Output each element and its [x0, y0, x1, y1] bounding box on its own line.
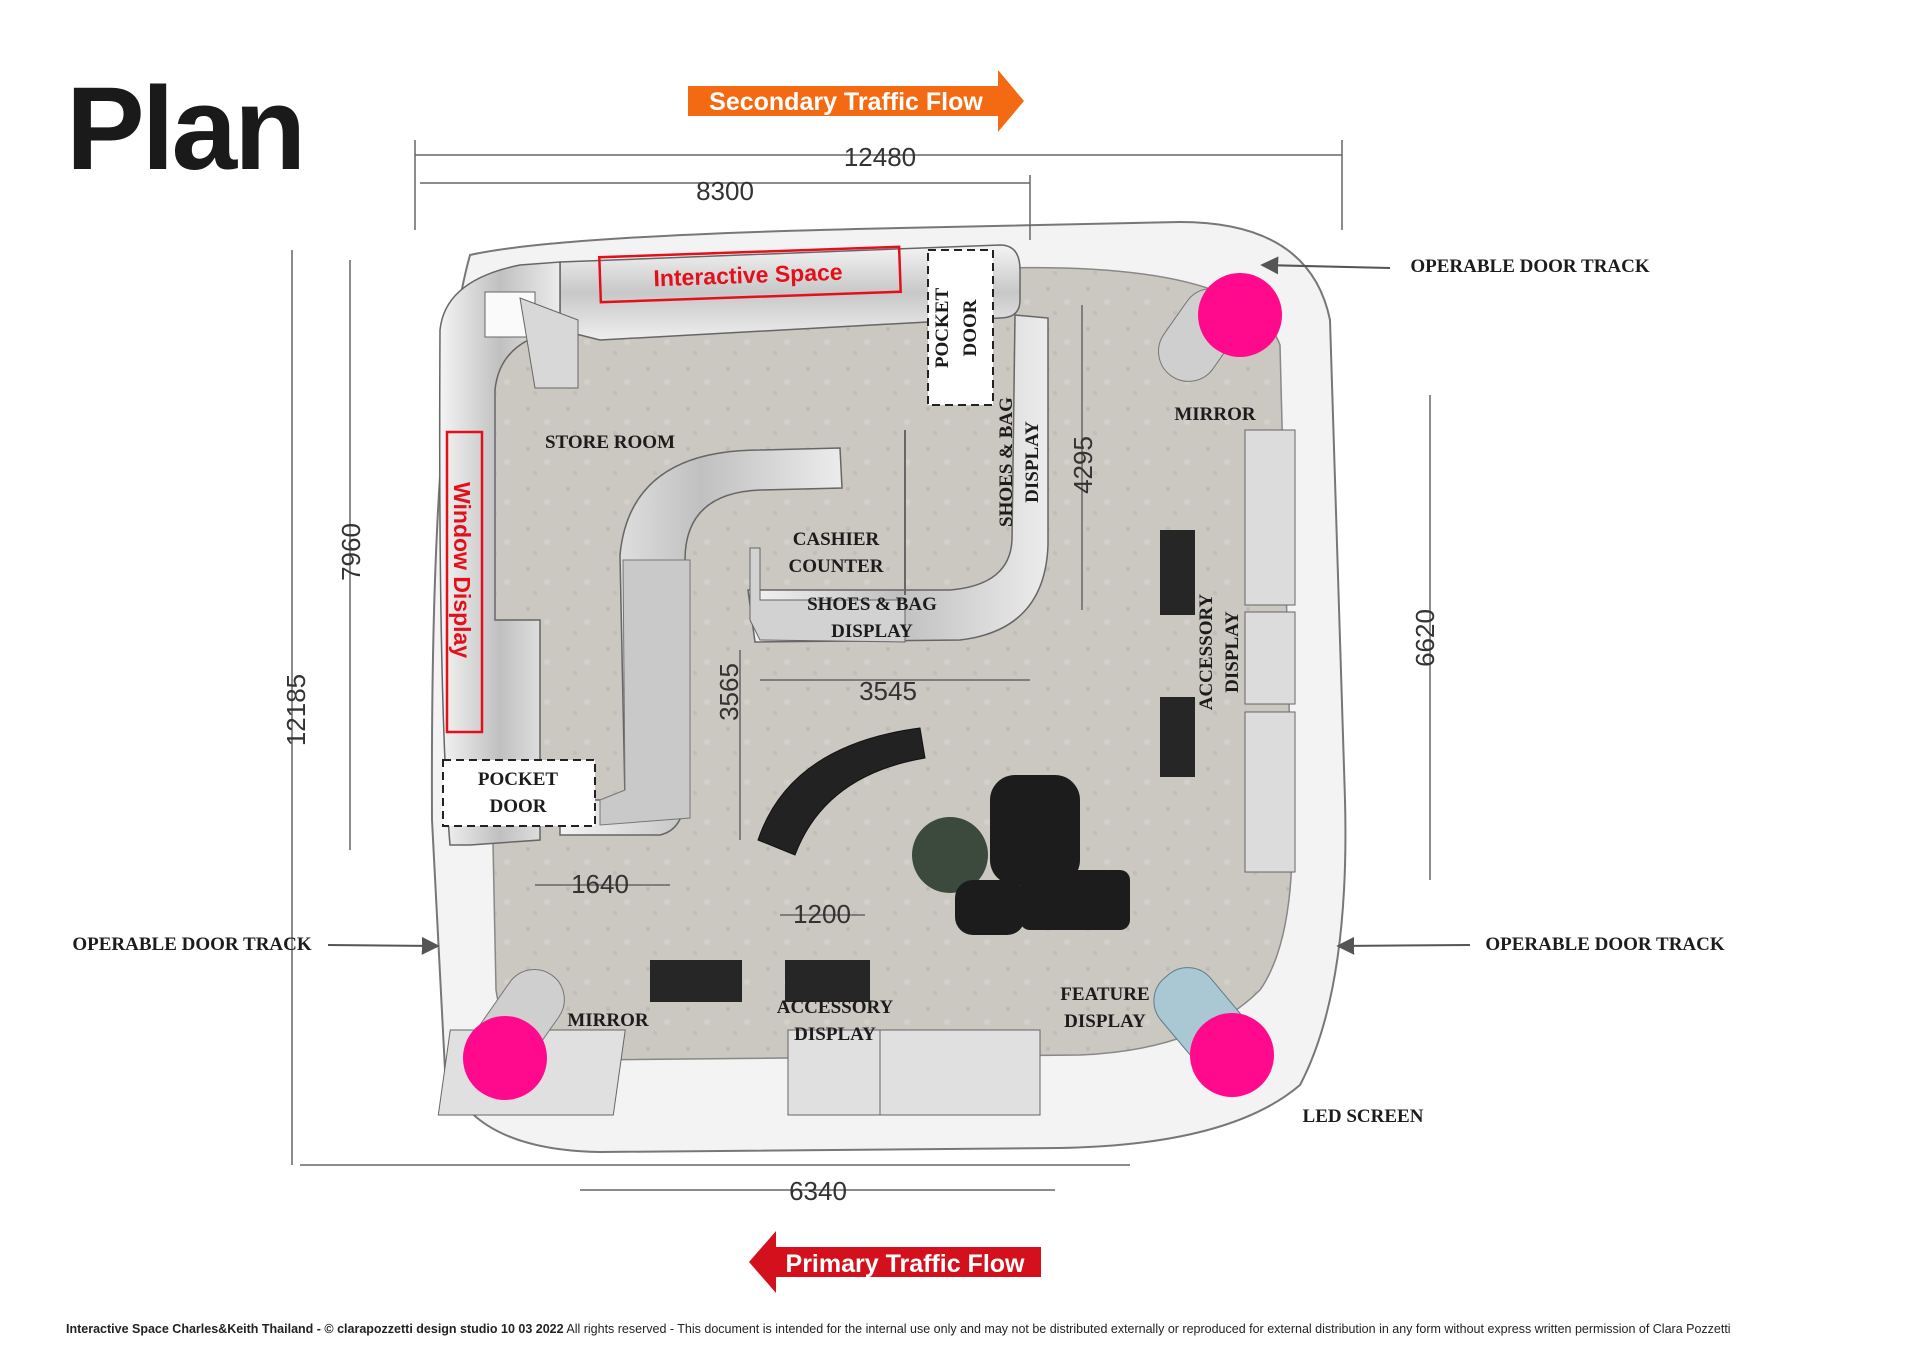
feature-display-cluster: [955, 775, 1130, 935]
cashier-line1: CASHIER: [793, 529, 880, 550]
shoes-bag-right-line2: DISPLAY: [1022, 421, 1043, 503]
store-room-label: STORE ROOM: [545, 432, 675, 453]
door-track-arrow-left: [327, 936, 440, 955]
lower-s-shelf: [599, 559, 691, 826]
pocket-door-top-line1: POCKET: [932, 288, 953, 369]
shoes-bag-center-line2: DISPLAY: [831, 621, 913, 642]
shoes-bag-center-line1: SHOES & BAG: [807, 594, 937, 615]
plant: [912, 817, 988, 893]
dim-bottom-left: 1640: [571, 869, 629, 899]
feature-line1: FEATURE: [1060, 984, 1149, 1005]
secondary-traffic-arrow: Secondary Traffic Flow: [688, 70, 1024, 132]
dim-top-overall: 12480: [844, 142, 916, 172]
accessory-right-line1: ACCESSORY: [1196, 593, 1217, 710]
dim-top-inner: 8300: [696, 176, 754, 206]
dim-left-overall: 12185: [281, 674, 311, 746]
mirror-bottom-label: MIRROR: [567, 1010, 649, 1031]
dim-bottom-center: 1200: [793, 899, 851, 929]
led-screen-label: LED SCREEN: [1303, 1106, 1424, 1127]
dim-center-vertical: 3565: [714, 663, 744, 721]
pocket-door-left: [442, 759, 596, 827]
footer-regular: All rights reserved - This document is i…: [563, 1322, 1731, 1336]
mirror-top-label: MIRROR: [1174, 404, 1256, 425]
floor-area: [487, 266, 1293, 1061]
pocket-door-top-line2: DOOR: [960, 299, 981, 356]
accessory-bottom-line2: DISPLAY: [794, 1024, 876, 1045]
footer-bold: Interactive Space Charles&Keith Thailand…: [66, 1322, 564, 1336]
accessory-wall-right: [1160, 429, 1296, 873]
cashier-counter: [749, 547, 906, 643]
interactive-space-outline: [597, 245, 902, 304]
marker-top-right: [1198, 273, 1282, 357]
cashier-line2: COUNTER: [788, 556, 883, 577]
primary-traffic-label: Primary Traffic Flow: [786, 1250, 1026, 1278]
door-track-left-label: OPERABLE DOOR TRACK: [72, 934, 312, 955]
pocket-door-left-line1: POCKET: [478, 769, 559, 790]
shoes-bag-right-line1: SHOES & BAG: [996, 397, 1017, 527]
feature-line2: DISPLAY: [1064, 1011, 1146, 1032]
marker-bottom-right: [1190, 1013, 1274, 1097]
curved-bench: [757, 727, 926, 856]
marker-bottom-left: [463, 1016, 547, 1100]
footer-copyright: Interactive Space Charles&Keith Thailand…: [66, 1322, 1731, 1336]
door-track-arrow-right: [1336, 936, 1471, 955]
dim-left-inner: 7960: [336, 523, 366, 581]
dim-right-outer: 6620: [1410, 609, 1440, 667]
window-wall: [438, 261, 561, 846]
dim-center-horizontal: 3545: [859, 676, 917, 706]
primary-traffic-arrow: Primary Traffic Flow: [749, 1231, 1041, 1293]
page-title: Plan: [66, 63, 306, 195]
accessory-bottom-line1: ACCESSORY: [777, 997, 894, 1018]
pocket-door-left-line2: DOOR: [490, 796, 547, 817]
accessory-right-line2: DISPLAY: [1222, 611, 1243, 693]
window-display-label: Window Display: [449, 482, 475, 658]
door-track-top-label: OPERABLE DOOR TRACK: [1410, 256, 1650, 277]
dimension-lines: [291, 140, 1431, 1191]
door-track-arrow-top: [1260, 256, 1391, 275]
back-wall: [559, 244, 1021, 341]
dim-right-vertical: 4295: [1068, 436, 1098, 494]
secondary-traffic-label: Secondary Traffic Flow: [709, 88, 983, 116]
store-room-partition: [519, 297, 579, 389]
door-track-right-label: OPERABLE DOOR TRACK: [1485, 934, 1725, 955]
window-display-outline: [445, 430, 484, 734]
pocket-door-top: [927, 249, 994, 406]
dim-bottom-overall: 6340: [789, 1176, 847, 1206]
